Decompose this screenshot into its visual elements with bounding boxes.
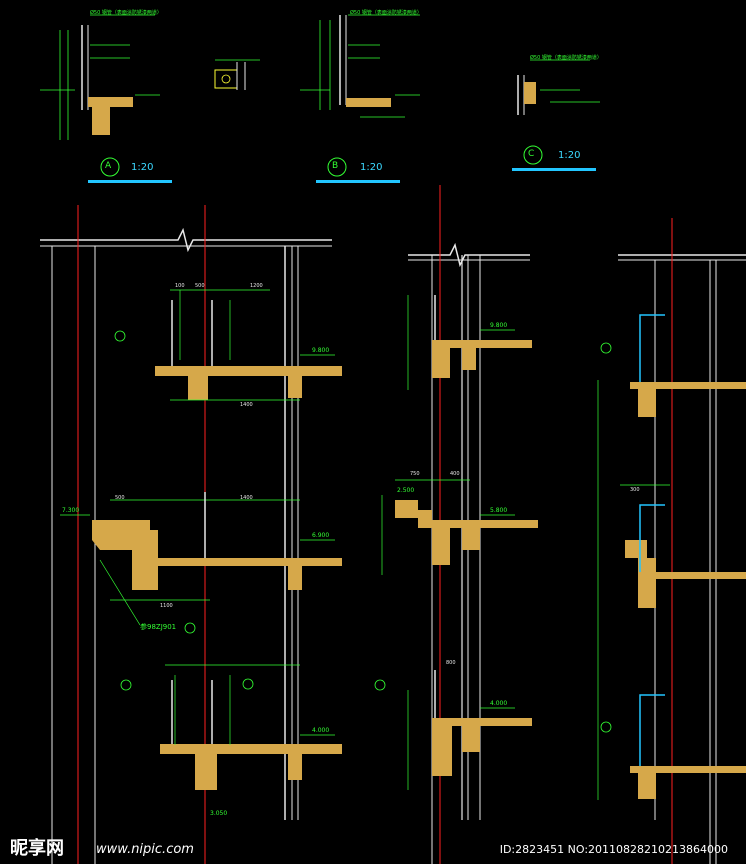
level-label: 4.000 bbox=[490, 700, 508, 707]
watermark-logo: 昵享网 bbox=[10, 838, 64, 859]
section-middle bbox=[374, 185, 538, 864]
dim-label: 1400 bbox=[240, 495, 253, 501]
level-label: 9.800 bbox=[312, 347, 330, 354]
detail-b-letter: B bbox=[332, 161, 339, 171]
detail-a-letter: A bbox=[105, 161, 112, 171]
dim-label: 1200 bbox=[250, 283, 263, 289]
railing-note-b: Ø50 钢管（表面涂防锈漆两道） bbox=[350, 10, 422, 16]
detail-c-section bbox=[517, 59, 600, 115]
detail-b-underline bbox=[316, 180, 400, 183]
dim-label: 300 bbox=[630, 487, 640, 493]
detail-b-scale: 1:20 bbox=[360, 162, 383, 173]
detail-middle-section bbox=[214, 59, 260, 90]
detail-b-marker bbox=[327, 157, 347, 177]
detail-c-letter: C bbox=[528, 149, 535, 159]
dim-label: 500 bbox=[195, 283, 205, 289]
level-label: 4.000 bbox=[312, 727, 330, 734]
dim-label: 400 bbox=[450, 471, 460, 477]
dim-label: 800 bbox=[446, 660, 456, 666]
level-label: 9.800 bbox=[490, 322, 508, 329]
detail-a-scale: 1:20 bbox=[131, 162, 154, 173]
railing-note-a: Ø50 钢管（表面涂防锈漆两道） bbox=[90, 10, 162, 16]
section-right bbox=[597, 218, 746, 864]
dim-label: 500 bbox=[115, 495, 125, 501]
ref-j901-note: 参98ZJ901 bbox=[140, 623, 177, 631]
detail-a-marker bbox=[100, 157, 120, 177]
detail-b-section bbox=[300, 14, 420, 118]
detail-c-marker bbox=[523, 145, 543, 165]
watermark-url: www.nipic.com bbox=[96, 842, 194, 857]
level-label: 6.900 bbox=[312, 532, 330, 539]
railing-note-c: Ø50 钢管（表面涂防锈漆两道） bbox=[530, 55, 602, 61]
level-label: 7.300 bbox=[62, 507, 80, 514]
watermark-id: ID:2823451 NO:20110828210213864000 bbox=[499, 843, 728, 856]
level-label: 2.500 bbox=[397, 487, 415, 494]
level-label: 3.050 bbox=[210, 810, 228, 817]
section-left bbox=[40, 205, 342, 864]
dim-label: 100 bbox=[175, 283, 185, 289]
detail-a-section bbox=[40, 14, 160, 140]
dim-label: 1100 bbox=[160, 603, 173, 609]
level-label: 5.800 bbox=[490, 507, 508, 514]
detail-c-underline bbox=[512, 168, 596, 171]
detail-a-underline bbox=[88, 180, 172, 183]
dim-label: 1400 bbox=[240, 402, 253, 408]
detail-c-scale: 1:20 bbox=[558, 150, 581, 161]
dim-label: 750 bbox=[410, 471, 420, 477]
